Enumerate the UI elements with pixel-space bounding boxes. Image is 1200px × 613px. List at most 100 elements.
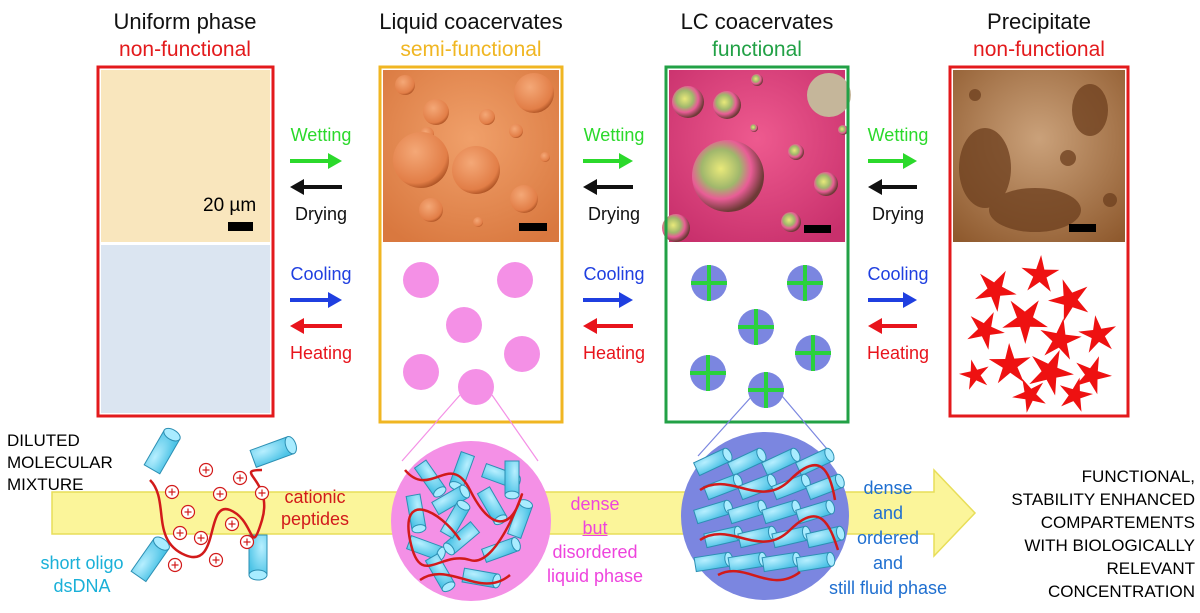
precipitate-texture bbox=[959, 84, 1117, 232]
scale-bar bbox=[228, 222, 253, 231]
dsdna-cylinder bbox=[143, 427, 181, 475]
wetting-label: Wetting bbox=[583, 125, 645, 145]
dsdna-cylinder bbox=[736, 473, 777, 501]
diluted-line-1: DILUTED bbox=[7, 431, 80, 450]
cooling-arrow bbox=[583, 292, 633, 308]
crystal bbox=[975, 270, 1017, 312]
dsdna-cylinder bbox=[804, 473, 845, 501]
dsdna-cylinder bbox=[805, 525, 846, 549]
charge-marker bbox=[254, 485, 270, 501]
stage-title-uniform: Uniform phase bbox=[113, 9, 257, 34]
cationic-line-2: peptides bbox=[280, 509, 350, 529]
wetting-label: Wetting bbox=[867, 125, 929, 145]
peptide-chain bbox=[404, 469, 524, 567]
wetting-arrow bbox=[868, 153, 917, 169]
lc-frame bbox=[664, 65, 850, 424]
wetting-label: Wetting bbox=[290, 125, 352, 145]
dsdna-cylinder bbox=[476, 486, 508, 526]
cationic-peptides-label: cationic peptides bbox=[277, 486, 353, 530]
drying-label: Drying bbox=[294, 204, 347, 224]
stage-title-liquid: Liquid coacervates bbox=[379, 9, 563, 34]
crystal bbox=[1075, 356, 1112, 395]
diluted-mixture bbox=[130, 427, 297, 583]
wetting-arrow bbox=[583, 153, 633, 169]
drying-label: Drying bbox=[871, 204, 924, 224]
dsdna-cylinder bbox=[431, 484, 471, 516]
liquid-desc-line-3: disordered bbox=[552, 542, 638, 562]
dsdna-cylinder bbox=[795, 551, 836, 573]
crystal bbox=[967, 312, 1005, 350]
lc-droplet bbox=[691, 265, 727, 301]
heating-arrow bbox=[868, 318, 917, 334]
cationic-line-1: cationic bbox=[284, 487, 346, 507]
charge-marker bbox=[167, 557, 183, 573]
dsdna-cylinder bbox=[770, 473, 811, 501]
lc-coacervate-panel bbox=[662, 65, 851, 424]
dsdna-cylinder bbox=[726, 447, 767, 477]
dsdna-line-2: dsDNA bbox=[53, 576, 111, 596]
peptide-chain bbox=[699, 515, 840, 551]
outcome-line-4: WITH BIOLOGICALLY bbox=[1024, 536, 1195, 555]
wetting-arrow bbox=[290, 153, 342, 169]
stage-status-lc: functional bbox=[712, 38, 802, 61]
dsdna-cylinder bbox=[702, 473, 743, 501]
functional-compartments-label: FUNCTIONAL, STABILITY ENHANCED COMPARTEM… bbox=[975, 465, 1195, 603]
stage-status-precipitate: non-functional bbox=[973, 38, 1105, 61]
dsdna-cylinder bbox=[692, 447, 733, 477]
lc-droplet bbox=[748, 372, 784, 408]
crystal bbox=[959, 359, 989, 390]
lc-droplet bbox=[738, 309, 774, 345]
crystal bbox=[1029, 350, 1074, 396]
dsdna-cylinder bbox=[727, 499, 768, 525]
charge-marker bbox=[172, 525, 188, 541]
drying-arrow bbox=[290, 179, 342, 195]
drying-arrow bbox=[583, 179, 633, 195]
liquid-droplets-schematic bbox=[403, 262, 540, 405]
outcome-line-3: COMPARTEMENTS bbox=[1040, 513, 1195, 532]
stage-title-lc: LC coacervates bbox=[680, 9, 834, 34]
precipitate-panel bbox=[948, 65, 1130, 418]
dsdna-cylinder bbox=[504, 460, 520, 500]
lc-zoom-circle bbox=[681, 432, 849, 600]
precipitate-frame bbox=[948, 65, 1130, 418]
uniform-micrograph bbox=[101, 70, 270, 242]
peptide-chain bbox=[419, 573, 511, 585]
uniform-phase-panel bbox=[96, 65, 275, 418]
liquid-droplets-micro bbox=[393, 73, 554, 227]
liquid-phase-description: dense but disordered liquid phase bbox=[535, 492, 655, 588]
heating-arrow bbox=[290, 318, 342, 334]
cooling-label: Cooling bbox=[867, 264, 929, 284]
crystal bbox=[1040, 318, 1082, 360]
diluted-line-2: MOLECULAR bbox=[7, 453, 113, 472]
crystal bbox=[1078, 315, 1116, 353]
scale-bar-label: 20 µm bbox=[203, 195, 257, 216]
charge-marker bbox=[212, 486, 228, 502]
outcome-line-2: STABILITY ENHANCED bbox=[1011, 490, 1195, 509]
cooling-label: Cooling bbox=[290, 264, 352, 284]
drying-label: Drying bbox=[587, 204, 640, 224]
drying-arrow bbox=[868, 179, 917, 195]
transition-arrows bbox=[290, 153, 917, 334]
liquid-desc-line-1: dense bbox=[570, 494, 620, 514]
stage-status-liquid: semi-functional bbox=[400, 38, 542, 61]
cooling-arrow bbox=[868, 292, 917, 308]
scale-bar bbox=[804, 225, 831, 233]
outcome-line-5: RELEVANT bbox=[1106, 559, 1196, 578]
lc-desc-line-4: and bbox=[872, 553, 904, 573]
outcome-line-1: FUNCTIONAL, bbox=[1081, 467, 1195, 486]
heating-label: Heating bbox=[582, 343, 646, 363]
dsdna-label: short oligo dsDNA bbox=[30, 552, 134, 598]
outcome-line-6: CONCENTRATION bbox=[1047, 582, 1195, 601]
peptide-chain bbox=[699, 464, 837, 501]
peptide-chain bbox=[717, 569, 801, 582]
lc-desc-line-1: dense bbox=[863, 478, 913, 498]
lc-desc-line-2: and bbox=[872, 503, 904, 523]
lc-phase-description: dense and ordered and still fluid phase bbox=[818, 476, 958, 601]
liquid-desc-line-2: but bbox=[582, 518, 608, 538]
stage-status-uniform: non-functional bbox=[119, 38, 251, 61]
lc-droplets-schematic bbox=[690, 265, 831, 408]
charge-marker bbox=[232, 470, 248, 486]
cooling-label: Cooling bbox=[583, 264, 645, 284]
lc-droplets-micro bbox=[662, 73, 851, 242]
